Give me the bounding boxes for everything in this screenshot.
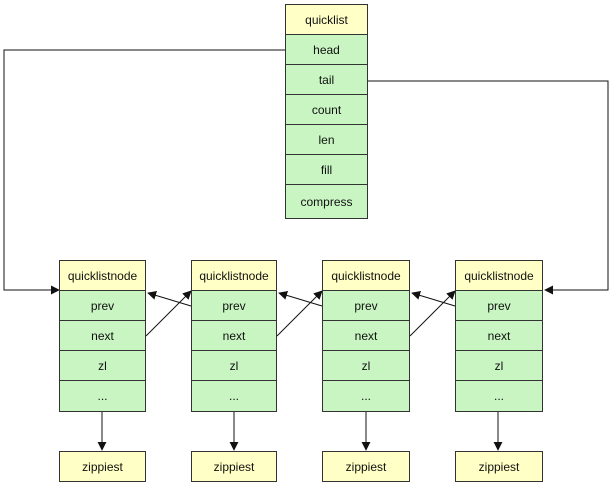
node-2-field-zl: zl [191,350,277,381]
node-1-field-prev: prev [59,290,146,321]
node-3-field-next: next [322,320,410,351]
tail-pointer-arrow [368,80,609,295]
node-4-field-zl: zl [455,350,543,381]
node-1-field-zl: zl [59,350,146,381]
node-3-prev-arrow [278,291,323,307]
node-3-field-more: ... [322,380,410,412]
node-2-title: quicklistnode [191,260,277,291]
node-4-prev-arrow [411,291,456,307]
node-3-next-arrow [409,290,456,337]
node-3-title: quicklistnode [322,260,410,291]
node-1-field-next: next [59,320,146,351]
node-1-ziplist: zippiest [59,451,146,482]
quicklist-title: quicklist [285,4,368,35]
quicklist-field-compress: compress [285,184,368,219]
node-1-field-more: ... [59,380,146,412]
quicklist-field-fill: fill [285,154,368,185]
quicklist-field-len: len [285,124,368,155]
node-3-field-zl: zl [322,350,410,381]
node-4-field-more: ... [455,380,543,412]
quicklist-field-head: head [285,34,368,65]
node-3-ziplist: zippiest [322,451,410,482]
quicklist-field-tail: tail [285,64,368,95]
quicklist-field-count: count [285,94,368,125]
node-4-title: quicklistnode [455,260,543,291]
node-2-field-prev: prev [191,290,277,321]
node-3-field-prev: prev [322,290,410,321]
head-pointer-arrow [3,49,285,295]
node-2-ziplist: zippiest [191,451,277,482]
node-2-field-next: next [191,320,277,351]
node-2-next-arrow [276,290,323,337]
node-4-field-next: next [455,320,543,351]
node-2-prev-arrow [147,291,192,307]
node-2-field-more: ... [191,380,277,412]
node-1-title: quicklistnode [59,260,146,291]
node-4-field-prev: prev [455,290,543,321]
node-1-next-arrow [145,290,192,337]
node-4-ziplist: zippiest [455,451,543,482]
